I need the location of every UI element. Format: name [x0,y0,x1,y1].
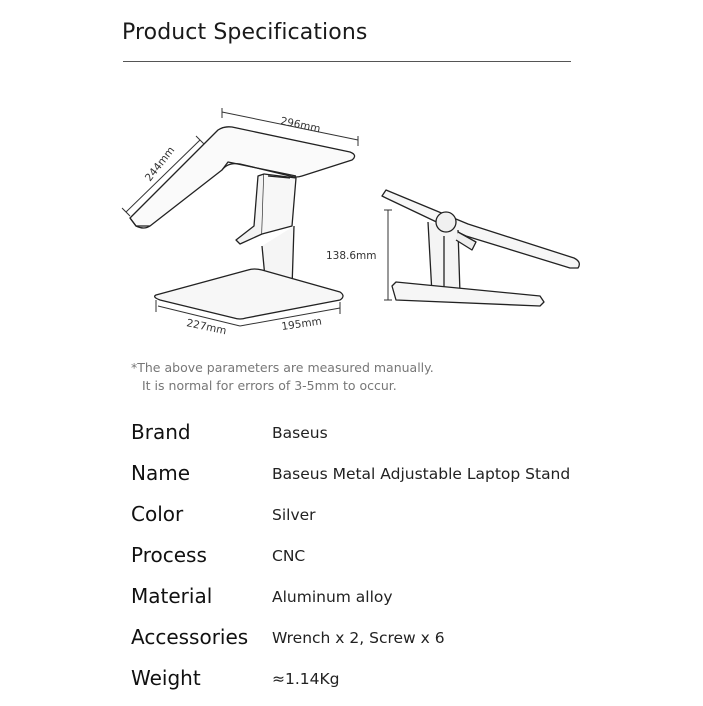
spec-label: Accessories [131,625,249,649]
spec-row-accessories: Accessories Wrench x 2, Screw x 6 [0,625,703,665]
spec-value: ≈1.14Kg [272,670,340,688]
spec-label: Material [131,584,213,608]
spec-value: Aluminum alloy [272,588,393,606]
spec-row-color: Color Silver [0,502,703,542]
spec-row-weight: Weight ≈1.14Kg [0,666,703,706]
spec-row-material: Material Aluminum alloy [0,584,703,624]
page-title: Product Specifications [122,20,368,45]
stand-isometric-view [129,126,356,320]
stand-side-view [381,189,580,307]
measurement-note-line1: *The above parameters are measured manua… [131,360,434,375]
spec-value: Baseus Metal Adjustable Laptop Stand [272,465,571,483]
spec-label: Name [131,461,191,485]
spec-value: Baseus [272,424,328,442]
spec-row-brand: Brand Baseus [0,420,703,460]
dim-width-top: 296mm [279,115,321,135]
spec-value: CNC [272,547,306,565]
measurement-note-line2: It is normal for errors of 3-5mm to occu… [142,378,397,393]
spec-value: Wrench x 2, Screw x 6 [272,629,445,647]
title-divider [123,61,571,62]
spec-value: Silver [272,506,316,524]
spec-row-name: Name Baseus Metal Adjustable Laptop Stan… [0,461,703,501]
spec-label: Weight [131,666,201,690]
dim-base-depth: 227mm [185,317,227,337]
dim-base-width: 195mm [281,315,323,333]
spec-label: Process [131,543,207,567]
spec-row-process: Process CNC [0,543,703,583]
spec-label: Brand [131,420,191,444]
dim-height: 138.6mm [326,250,377,262]
dim-depth-top: 244mm [143,145,177,184]
spec-label: Color [131,502,184,526]
